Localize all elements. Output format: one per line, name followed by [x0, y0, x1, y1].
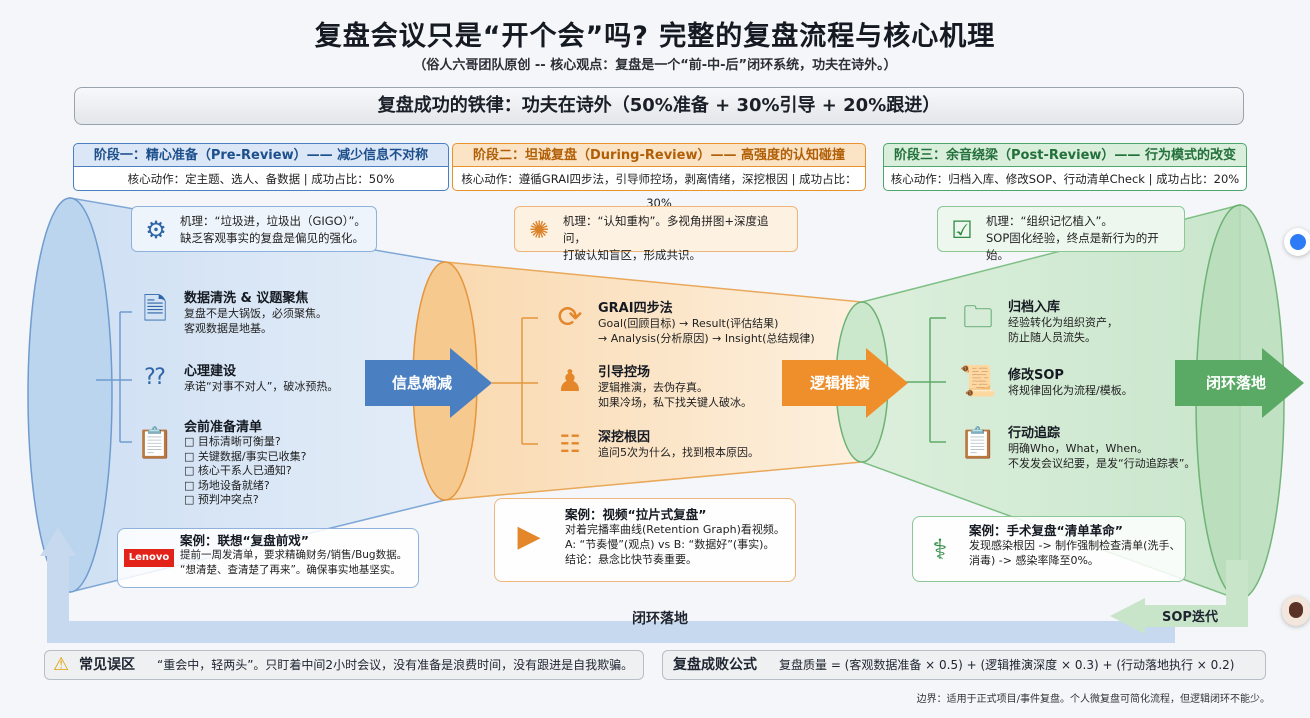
checklist-item: □ 关键数据/事实已收集? — [184, 449, 307, 463]
formula-box: 复盘成败公式 复盘质量 = (客观数据准备 × 0.5) + (逻辑推演深度 ×… — [662, 650, 1266, 680]
case-video: ▶ 案例：视频“拉片式复盘” 对着完播率曲线(Retention Graph)看… — [494, 498, 796, 582]
video-play-icon: ▶ — [517, 519, 541, 554]
arrow-label-closure: 闭环落地 — [1205, 374, 1266, 392]
checklist-item: □ 场地设备就绪? — [184, 478, 270, 492]
stage3-mechanism: ☑ 机理：“组织记忆植入”。 SOP固化经验，终点是新行为的开始。 — [937, 206, 1185, 262]
root-cause-icon: ☷ — [559, 430, 581, 458]
checklist-item: □ 核心干系人已通知? — [184, 464, 292, 477]
iron-rule-banner: 复盘成功的铁律：功夫在诗外（50%准备 + 30%引导 + 20%跟进） — [74, 87, 1244, 125]
stage3-action: 核心动作：归档入库、修改SOP、行动清单Check | 成功占比：20% — [883, 167, 1247, 191]
stage2-item-grai: GRAI四步法 Goal(回顾目标) → Result(评估结果) → Anal… — [598, 301, 815, 345]
loop-back-label: 闭环落地 — [632, 611, 688, 627]
stage3-header: 阶段三：余音绕梁（Post-Review）—— 行为模式的改变 — [883, 143, 1247, 167]
arrow-label-entropy: 信息熵减 — [391, 374, 452, 392]
pitfall-label: 常见误区 — [79, 657, 135, 673]
doctor-icon: ⚕ — [932, 533, 948, 566]
stage1-item-data-cleaning: 数据清洗 & 议题聚焦 复盘不是大锅饭，必须聚焦。 客观数据是地基。 — [184, 291, 327, 335]
stage1-item-checklist: 会前准备清单 □ 目标清晰可衡量? □ 关键数据/事实已收集? □ 核心干系人已… — [184, 416, 404, 508]
stage3-item-archive: 归档入库 经验转化为组织资产， 防止随人员流失。 — [1008, 300, 1118, 344]
stage1-item-psychology: 心理建设 承诺“对事不对人”，破冰预热。 — [184, 364, 339, 393]
page-subtitle: （俗人六哥团队原创 -- 核心观点：复盘是一个“前-中-后”闭环系统，功夫在诗外… — [413, 58, 897, 73]
arrow-label-logic: 逻辑推演 — [809, 374, 870, 392]
footnote: 边界：适用于正式项目/事件复盘。个人微复盘可简化流程，但逻辑闭环不能少。 — [916, 694, 1270, 705]
document-check-icon: ☑ — [951, 216, 973, 244]
lenovo-logo: Lenovo — [124, 549, 174, 567]
presenter-icon: ♟ — [556, 364, 584, 399]
sop-iteration-label: SOP迭代 — [1162, 610, 1218, 625]
cycle-icon: ⟳ — [557, 300, 583, 335]
case-lenovo: Lenovo 案例：联想“复盘前戏” 提前一周发清单，要求精确财务/销售/Bug… — [117, 528, 419, 588]
avatar-face-icon — [1289, 602, 1303, 618]
floating-assistant-button[interactable] — [1284, 228, 1310, 256]
pitfall-text: “重会中，轻两头”。只盯着中间2小时会议，没有准备是浪费时间，没有跟进是自我欺骗… — [157, 658, 634, 672]
formula-text: 复盘质量 = (客观数据准备 × 0.5) + (逻辑推演深度 × 0.3) +… — [779, 658, 1235, 672]
pitfall-box: ⚠ 常见误区 “重会中，轻两头”。只盯着中间2小时会议，没有准备是浪费时间，没有… — [44, 650, 644, 680]
case-surgery: ⚕ 案例：手术复盘“清单革命” 发现感染根因 -> 制作强制检查清单(洗手、 消… — [912, 516, 1186, 582]
stage3-item-tracking: 行动追踪 明确Who，What，When。 不发发会议纪要，是发“行动追踪表”。 — [1008, 426, 1196, 470]
gears-icon: ⚙ — [145, 216, 167, 244]
formula-label: 复盘成败公式 — [673, 657, 757, 673]
document-search-icon: 🗎 — [142, 292, 168, 327]
checklist-icon: 📋 — [136, 426, 174, 461]
scroll-icon: 📜 — [959, 364, 997, 399]
people-question-icon: ⁇ — [144, 365, 166, 390]
stage2-item-root-cause: 深挖根因 追问5次为什么，找到根本原因。 — [598, 430, 759, 459]
stage2-mechanism: ✺ 机理：“认知重构”。多视角拼图+深度追问， 打破认知盲区，形成共识。 — [514, 206, 798, 262]
warning-icon: ⚠ — [53, 654, 70, 675]
stage2-header: 阶段二：坦诚复盘（During-Review）—— 高强度的认知碰撞 — [452, 143, 866, 167]
stage1-action: 核心动作：定主题、选人、备数据 | 成功占比：50% — [73, 167, 449, 191]
stage1-mechanism: ⚙ 机理：“垃圾进，垃圾出（GIGO）”。 缺乏客观事实的复盘是偏见的强化。 — [131, 206, 377, 252]
clipboard-person-icon: 📋 — [959, 426, 997, 461]
brain-icon: ✺ — [528, 216, 550, 244]
page-title: 复盘会议只是“开个会”吗? 完整的复盘流程与核心机理 — [314, 21, 996, 52]
folder-icon: 🗀 — [963, 300, 993, 335]
checklist-item: □ 目标清晰可衡量? — [184, 435, 281, 448]
stage1-header: 阶段一：精心准备（Pre-Review）—— 减少信息不对称 — [73, 143, 449, 167]
stage2-item-facilitation: 引导控场 逻辑推演，去伪存真。 如果冷场，私下找关键人破冰。 — [598, 365, 752, 409]
stage3-item-sop: 修改SOP 将规律固化为流程/模板。 — [1008, 368, 1133, 397]
avatar[interactable] — [1282, 596, 1310, 626]
checklist-item: □ 预判冲突点? — [184, 493, 259, 506]
assistant-icon — [1290, 234, 1306, 250]
stage2-action: 核心动作：遵循GRAI四步法，引导师控场，剥离情绪，深挖根因 | 成功占比：30… — [452, 167, 866, 210]
